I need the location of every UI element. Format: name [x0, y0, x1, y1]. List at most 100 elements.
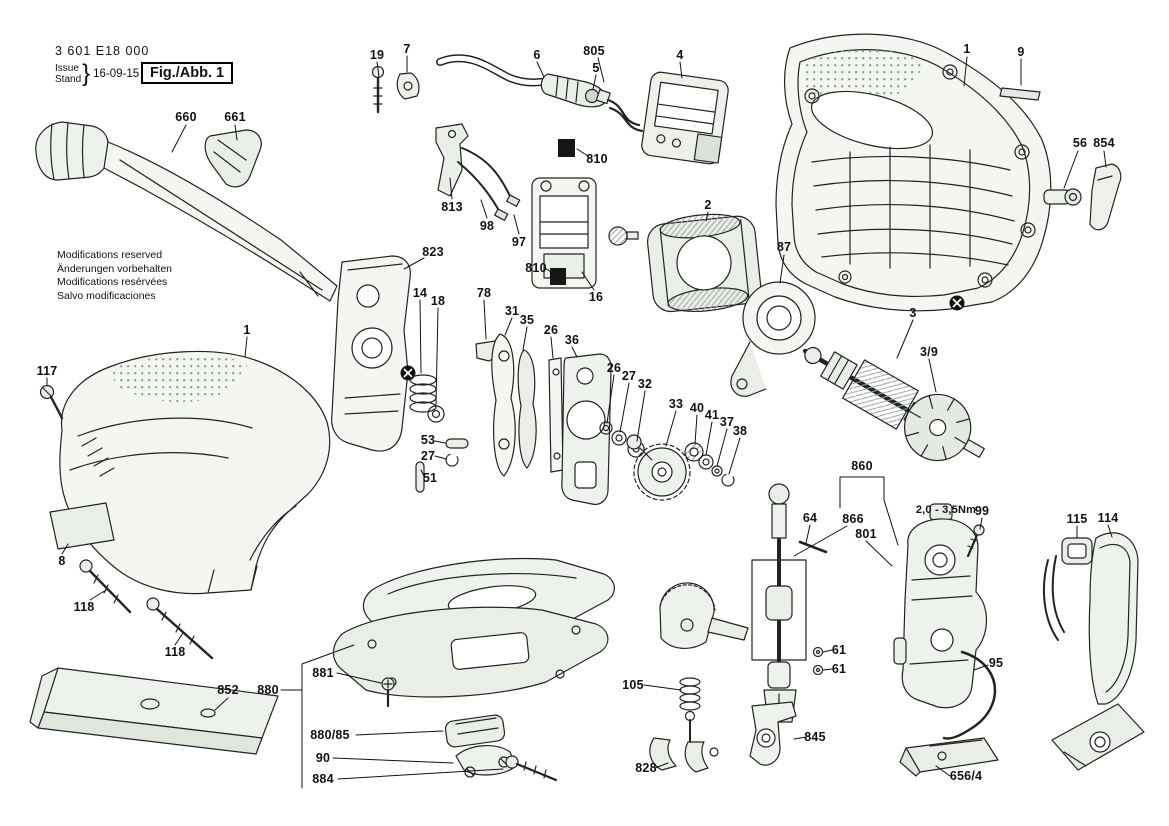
- part-label: 117: [36, 364, 58, 378]
- part-label: 61: [831, 662, 847, 676]
- power-cord-drawing: [436, 54, 644, 133]
- part-label: 852: [217, 683, 239, 697]
- strip-26-drawing: [548, 357, 564, 473]
- washer-18-drawing: [427, 405, 445, 423]
- note-line: Modifications reserved: [57, 249, 163, 261]
- part-label: 1: [243, 323, 251, 337]
- guide-bracket-drawing: [1051, 703, 1145, 771]
- part-label: 18: [430, 294, 446, 308]
- part-label: 801: [855, 527, 877, 541]
- part-label: 828: [635, 761, 657, 775]
- part-label: 854: [1093, 136, 1115, 150]
- screw-117-drawing: [39, 384, 64, 420]
- brace-glyph: }: [82, 60, 91, 87]
- part-label: 61: [831, 643, 847, 657]
- part-label: 40: [689, 401, 705, 415]
- screw-99-drawing: [966, 524, 985, 558]
- foot-plate-880-drawing: [332, 557, 615, 698]
- part-label: 8: [58, 554, 66, 568]
- part-label: 884: [312, 772, 334, 786]
- issue-row: Issue Stand } 16-09-15: [55, 60, 149, 88]
- part-label: 118: [164, 645, 186, 659]
- part-label: 661: [224, 110, 246, 124]
- crossed-circle-icon: [400, 365, 416, 381]
- part-label: 26: [543, 323, 559, 337]
- part-label: 860: [851, 459, 873, 473]
- screw-118b-drawing: [146, 597, 214, 660]
- part-label: 2: [704, 198, 712, 212]
- plate-31-drawing: [491, 333, 516, 477]
- part-label: 823: [422, 245, 444, 259]
- part-label: 118: [73, 600, 95, 614]
- part-label: 87: [776, 240, 792, 254]
- washer-37-drawing: [711, 465, 723, 477]
- part-label: 105: [622, 678, 644, 692]
- part-label: 115: [1066, 512, 1088, 526]
- screw-19-drawing: [371, 65, 385, 114]
- pin-51-drawing: [415, 461, 425, 493]
- circlip-38-drawing: [721, 473, 735, 487]
- part-label: 35: [519, 313, 535, 327]
- washer-27b-drawing: [611, 430, 627, 446]
- part-label: 26: [606, 361, 622, 375]
- skid-plate-852-drawing: [29, 667, 279, 755]
- roller-lever-drawing: [659, 582, 749, 649]
- plate-8-drawing: [49, 502, 115, 550]
- bracket-813-drawing: [435, 123, 521, 221]
- bearing-flange-87-drawing: [730, 281, 816, 397]
- part-label: 805: [583, 44, 605, 58]
- cap-115-drawing: [1061, 537, 1093, 565]
- part-label: 38: [732, 424, 748, 438]
- screw-118a-drawing: [79, 559, 132, 614]
- controller-module-drawing: [531, 139, 597, 289]
- counterweight-36-drawing: [561, 353, 612, 505]
- blower-tube-660-drawing: [35, 121, 338, 302]
- part-label: 19: [369, 48, 385, 62]
- knob-56-drawing: [1043, 188, 1082, 206]
- crossed-circle-icon: [949, 295, 965, 311]
- part-label: 4: [676, 48, 684, 62]
- lever-854-drawing: [1089, 163, 1122, 231]
- cover-114-drawing: [1042, 532, 1139, 705]
- part-label: 881: [312, 666, 334, 680]
- screw-61b-drawing: [812, 664, 824, 676]
- bracket-661-drawing: [204, 129, 262, 188]
- note-line: Salvo modificaciones: [57, 289, 156, 302]
- part-label: 7: [403, 42, 411, 56]
- circlip-27-drawing: [445, 453, 459, 467]
- screw-61a-drawing: [812, 646, 824, 658]
- part-label: 656/4: [949, 769, 983, 783]
- note-line: Modifications resérvées: [57, 276, 168, 288]
- leader-lines: [46, 55, 1113, 789]
- part-label: 78: [476, 286, 492, 300]
- part-label: 37: [719, 415, 735, 429]
- clamp-828-drawing: [649, 737, 719, 773]
- part-label: 33: [668, 397, 684, 411]
- part-label: 90: [315, 751, 331, 765]
- part-label: 56: [1072, 136, 1088, 150]
- part-label: 98: [479, 219, 495, 233]
- switch-module-drawing: [641, 71, 729, 165]
- part-label: 27: [621, 369, 637, 383]
- screw-881-drawing: [381, 677, 395, 708]
- foot-656-drawing: [899, 737, 999, 777]
- part-label: 53: [420, 433, 436, 447]
- issue-date: 16-09-15: [93, 68, 140, 80]
- washer-40-drawing: [684, 442, 704, 462]
- brush-part-drawing: [608, 226, 639, 246]
- document-number: 3 601 E18 000: [55, 44, 150, 58]
- figure-label: Fig./Abb. 1: [141, 62, 234, 84]
- strip-9-drawing: [999, 87, 1041, 101]
- terminal-810-bottom: [550, 268, 566, 285]
- holder-845-drawing: [749, 701, 797, 766]
- part-label: 3: [909, 306, 917, 320]
- part-label: 845: [804, 730, 826, 744]
- part-label: 95: [988, 656, 1004, 670]
- part-label: 1: [963, 42, 971, 56]
- part-label: 810: [586, 152, 608, 166]
- note-line: Änderungen vorbehalten: [57, 262, 173, 275]
- part-label: 51: [422, 471, 438, 485]
- plate-35-drawing: [517, 349, 537, 469]
